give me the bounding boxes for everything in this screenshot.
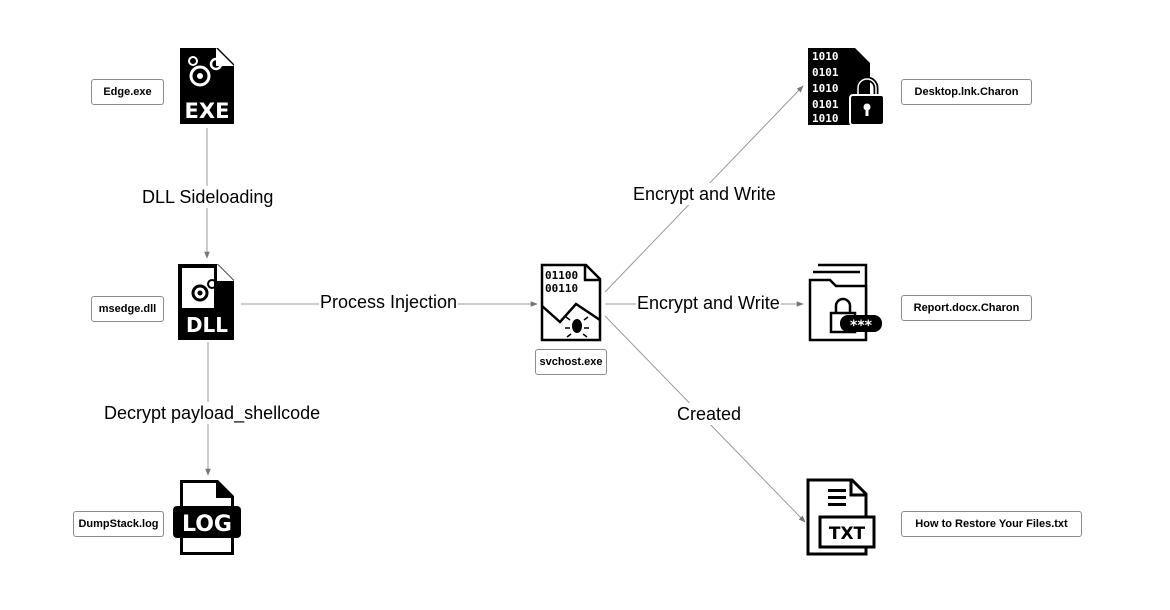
txt-icon-text: TXT: [829, 524, 866, 544]
locked-folder-password-icon: ***: [808, 263, 882, 342]
binary-row-1: 01100: [545, 269, 578, 282]
malware-binary-file-icon: 01100 00110: [540, 263, 602, 342]
edge-label-created: Created: [676, 403, 743, 425]
lock-binary-row-5: 1010: [812, 112, 839, 125]
encrypted-binary-lock-icon: 1010 0101 1010 0101 1010: [808, 48, 885, 126]
lock-binary-row-3: 1010: [812, 82, 839, 95]
log-icon-text: LOG: [182, 512, 232, 537]
edge-label-decrypt: Decrypt payload_shellcode: [103, 402, 322, 424]
binary-row-2: 00110: [545, 282, 578, 295]
node-desktop-lnk-charon: Desktop.lnk.Charon: [901, 79, 1032, 105]
node-restore-txt: How to Restore Your Files.txt: [901, 511, 1082, 537]
log-file-icon: LOG: [173, 480, 241, 555]
lock-binary-row-1: 1010: [812, 50, 839, 63]
txt-file-icon: TXT: [806, 478, 876, 556]
node-edge-exe: Edge.exe: [91, 79, 164, 105]
edge-label-injection: Process Injection: [319, 291, 459, 313]
dll-file-icon: DLL: [178, 264, 234, 340]
lock-binary-row-4: 0101: [812, 98, 839, 111]
node-svchost-exe: svchost.exe: [535, 349, 607, 375]
lock-binary-row-2: 0101: [812, 66, 839, 79]
node-report-docx-charon: Report.docx.Charon: [901, 295, 1032, 321]
edge-label-encrypt-desktop: Encrypt and Write: [632, 183, 777, 205]
node-dumpstack-log: DumpStack.log: [73, 511, 164, 537]
exe-icon-text: EXE: [185, 99, 230, 123]
exe-file-icon: EXE: [180, 48, 234, 124]
edge-label-encrypt-report: Encrypt and Write: [636, 292, 781, 314]
edge-label-sideloading: DLL Sideloading: [141, 186, 275, 208]
dll-icon-text: DLL: [186, 313, 228, 337]
node-msedge-dll: msedge.dll: [91, 296, 164, 322]
password-mask-text: ***: [850, 318, 873, 334]
